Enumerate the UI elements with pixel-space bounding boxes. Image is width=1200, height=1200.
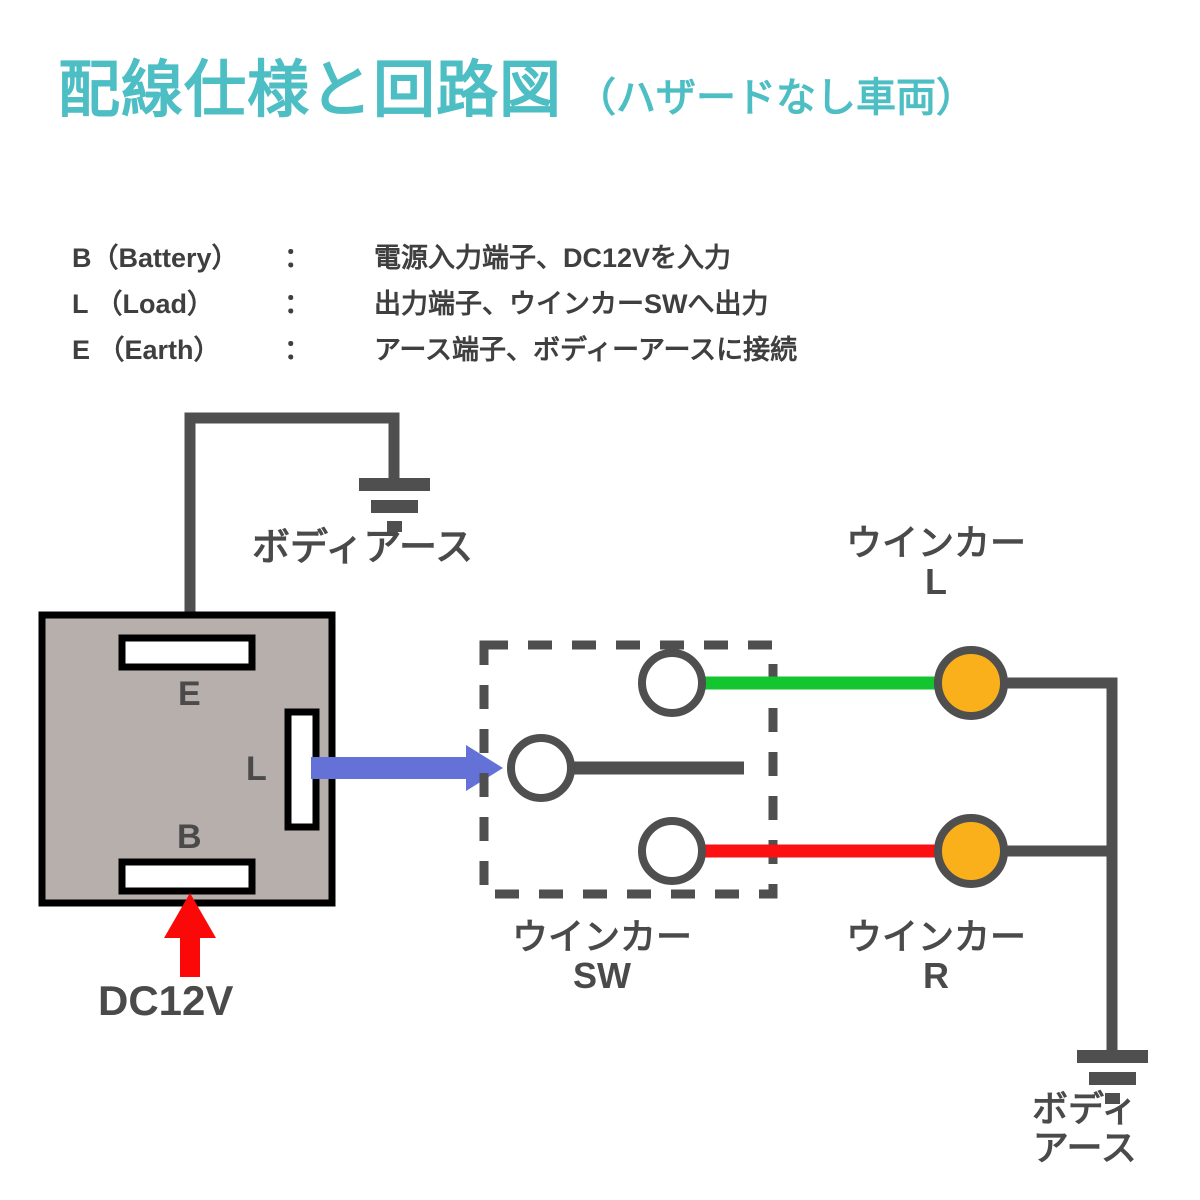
label-body-earth-bottom: ボディ アース [1032, 1088, 1138, 1168]
relay-terminal-label-b: B [177, 818, 202, 856]
legend-desc-battery: 電源入力端子、DC12Vを入力 [374, 243, 732, 273]
legend-term-load: L （Load） [72, 289, 215, 319]
legend-colon-battery: ： [284, 243, 311, 273]
label-winker-r-line1: ウインカー [846, 916, 1027, 957]
label-body-earth-top: ボディアース [252, 527, 474, 569]
legend-desc-load: 出力端子、ウインカーSWへ出力 [374, 289, 769, 319]
label-winker-l: ウインカー L [846, 522, 1027, 602]
winker-sw-contact-left [507, 734, 575, 802]
winker-sw-contact-bottom [638, 817, 706, 885]
relay-terminal-label-e: E [178, 675, 201, 713]
page-title-main: 配線仕様と回路図 [58, 56, 563, 125]
label-winker-l-line1: ウインカー [846, 522, 1027, 563]
label-winker-r: ウインカー R [846, 916, 1027, 996]
winker-sw-box [479, 640, 778, 899]
legend-desc-earth: アース端子、ボディーアースに接続 [374, 335, 798, 365]
label-dc12v-text: DC12V [98, 977, 234, 1024]
legend-colon-earth: ： [284, 335, 311, 365]
legend-row-earth: E （Earth） ： アース端子、ボディーアースに接続 [72, 328, 797, 374]
label-dc12v: DC12V [98, 977, 234, 1024]
relay-terminal-label-l: L [246, 750, 267, 788]
legend-row-load: L （Load） ： 出力端子、ウインカーSWへ出力 [72, 282, 797, 328]
label-winker-sw-line1: ウインカー [512, 916, 693, 957]
label-winker-sw-line2: SW [573, 954, 631, 996]
relay-terminal-e [118, 634, 256, 671]
legend-term-earth: E （Earth） [72, 335, 221, 365]
load-output-arrow [311, 745, 503, 791]
ground-symbol-bottom [1077, 1050, 1148, 1104]
earth-wire [184, 412, 400, 655]
legend-term-battery: B（Battery） [72, 243, 239, 273]
label-winker-sw: ウインカー SW [512, 916, 693, 996]
ground-symbol-top [359, 478, 430, 532]
label-winker-r-line2: R [923, 954, 949, 996]
label-body-earth-bottom-line1: ボディ [1032, 1088, 1138, 1129]
relay-terminal-l [284, 708, 320, 831]
winker-lamp-right [934, 814, 1008, 888]
label-body-earth-top-text: ボディアース [252, 527, 474, 569]
lamp-return-bus [1000, 677, 1118, 1050]
winker-sw-contact-top [638, 649, 706, 717]
dc12v-power-arrow [164, 893, 216, 977]
label-body-earth-bottom-line2: アース [1032, 1126, 1137, 1168]
terminal-legend: B（Battery） ： 電源入力端子、DC12Vを入力 L （Load） ： … [72, 236, 797, 374]
page-title-sub: （ハザードなし車両） [576, 76, 977, 120]
page-title: 配線仕様と回路図 （ハザードなし車両） [58, 60, 976, 122]
relay-terminal-b [118, 858, 256, 895]
legend-colon-load: ： [284, 289, 311, 319]
legend-row-battery: B（Battery） ： 電源入力端子、DC12Vを入力 [72, 236, 797, 282]
label-winker-l-line2: L [925, 560, 947, 602]
winker-lamp-left [934, 646, 1008, 720]
